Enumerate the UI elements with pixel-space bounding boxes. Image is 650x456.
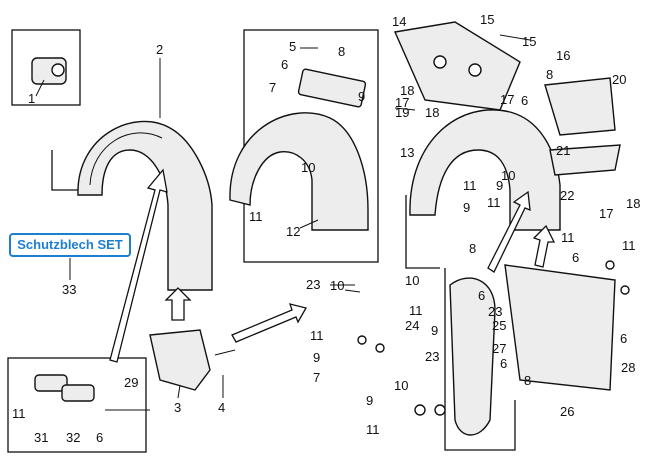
callout-10-repeat: 10 [394,378,408,393]
guide-line [51,150,88,191]
callout-9: 9 [358,89,365,104]
callout-28: 28 [621,360,635,375]
callout-23-repeat: 23 [488,304,502,319]
arrow-right [231,303,307,343]
callout-17: 17 [599,206,613,221]
arrow-up [164,287,192,321]
callout-10-repeat: 10 [405,273,419,288]
callout-24: 24 [405,318,419,333]
guide-line [405,195,440,269]
bolts [214,34,630,416]
callout-18-repeat: 18 [425,105,439,120]
callout-15-repeat: 15 [522,34,536,49]
callout-1: 1 [28,91,35,106]
callout-11-repeat: 11 [12,406,26,421]
callout-25: 25 [492,318,506,333]
callout-10-repeat: 10 [501,168,515,183]
callout-33: 33 [62,282,76,297]
callout-32: 32 [66,430,80,445]
callout-27: 27 [492,341,506,356]
callout-2: 2 [156,42,163,57]
fender-12 [229,68,369,231]
callout-19: 19 [395,105,409,120]
clip-part [31,57,67,85]
callout-8-repeat: 8 [546,67,553,82]
callout-6-repeat: 6 [620,331,627,346]
callout-22: 22 [560,188,574,203]
callout-6-repeat: 6 [521,93,528,108]
callout-9-repeat: 9 [366,393,373,408]
callout-7: 7 [269,80,276,95]
callout-11-repeat: 11 [561,230,575,245]
arrow-up-2 [532,224,556,268]
callout-12: 12 [286,224,300,239]
brackets-31-32 [34,374,150,411]
callout-9-repeat: 9 [313,350,320,365]
callout-11: 11 [249,209,263,224]
callout-23-repeat: 23 [425,349,439,364]
callout-10: 10 [301,160,315,175]
callout-8: 8 [338,44,345,59]
guide-line [444,268,516,451]
bracket-3 [149,329,211,391]
callout-10-repeat: 10 [330,278,344,293]
frame-brackets [7,357,147,453]
frame-part-1 [11,29,81,106]
callout-11-repeat: 11 [409,303,423,318]
callout-6-repeat: 6 [96,430,103,445]
callout-16: 16 [556,48,570,63]
callout-3: 3 [174,400,181,415]
callout-13: 13 [400,145,414,160]
arrow-to-fender [109,168,168,363]
callout-21: 21 [556,143,570,158]
callout-11-repeat: 11 [487,195,501,210]
callout-4: 4 [218,400,225,415]
callout-14: 14 [392,14,406,29]
callout-11-repeat: 11 [366,422,380,437]
callout-20: 20 [612,72,626,87]
arrow-up-right [487,190,531,273]
schutzblech-set-button[interactable]: Schutzblech SET [9,233,131,257]
callout-11-repeat: 11 [310,328,324,343]
callout-18: 18 [626,196,640,211]
callout-23: 23 [306,277,320,292]
callout-6: 6 [281,57,288,72]
leader-lines [35,47,416,399]
callout-5: 5 [289,39,296,54]
callout-6-repeat: 6 [478,288,485,303]
callout-26: 26 [560,404,574,419]
callout-8-repeat: 8 [469,241,476,256]
bracket-plate-14 [393,21,521,111]
callout-17-repeat: 17 [500,92,514,107]
callout-6-repeat: 6 [572,250,579,265]
callout-18-repeat: 18 [400,83,414,98]
callout-11-repeat: 11 [463,178,477,193]
callout-6-repeat: 6 [500,356,507,371]
callout-9-repeat: 9 [496,178,503,193]
callout-9-repeat: 9 [463,200,470,215]
fender-13 [409,109,561,231]
rear-plate-26 [449,264,616,436]
callout-8-repeat: 8 [524,373,531,388]
callout-15: 15 [480,12,494,27]
bracket-20 [544,77,621,176]
callout-29: 29 [124,375,138,390]
callout-31: 31 [34,430,48,445]
callout-7-repeat: 7 [313,370,320,385]
fender-2 [77,120,213,291]
callout-11-repeat: 11 [622,238,636,253]
callout-17-repeat: 17 [395,95,409,110]
callout-9-repeat: 9 [431,323,438,338]
